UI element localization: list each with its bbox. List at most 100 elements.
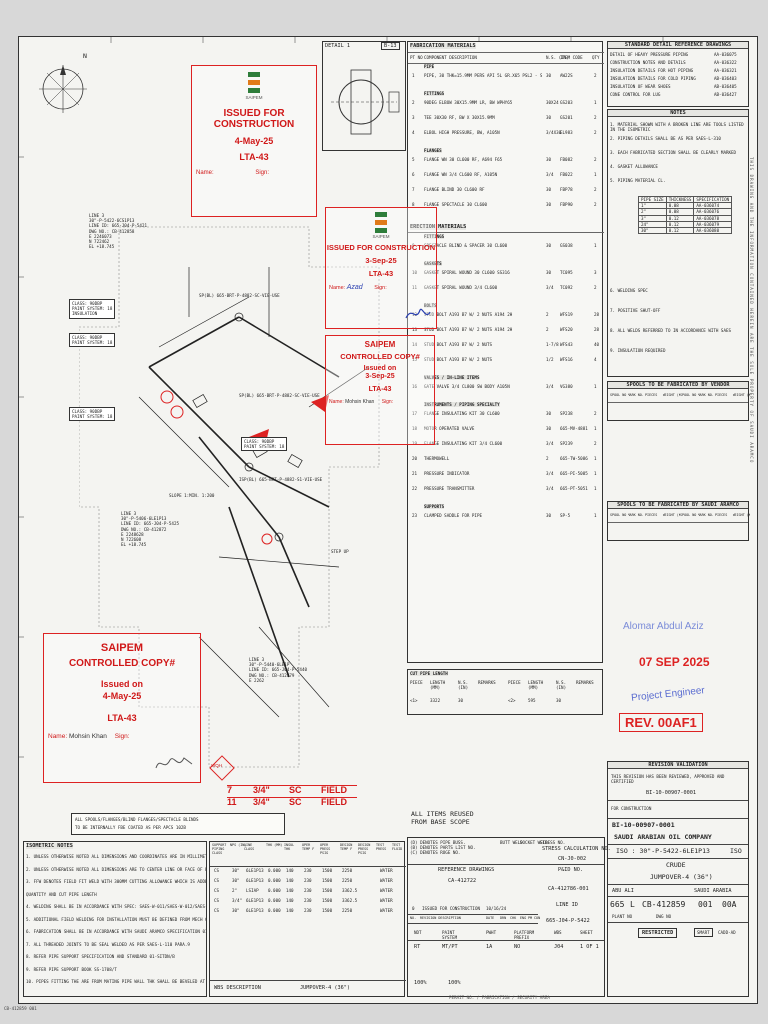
field-weld-no: 7 bbox=[227, 785, 233, 795]
bom-cell-no: 23 bbox=[412, 513, 418, 518]
bom-section-header: FITTINGS bbox=[424, 91, 445, 97]
design-cell: 6LE1P13 bbox=[246, 878, 264, 883]
design-cell: 230 bbox=[304, 878, 312, 883]
detail-drawing-ref: AA-036321 bbox=[714, 68, 737, 73]
ifc-ref: LTA-43 bbox=[239, 151, 269, 162]
design-cell: WATER bbox=[380, 888, 393, 893]
line-id-value: 665-J04-P-5422 bbox=[546, 918, 590, 924]
drawing-number: CB-412859 bbox=[642, 900, 686, 909]
aramco-spool-col: SPOOL NO. bbox=[680, 513, 697, 517]
aramco-approval-stamp: Alomar Abdul Aziz 07 SEP 2025 Project En… bbox=[615, 617, 741, 747]
field-weld-loc: FIELD bbox=[321, 785, 347, 795]
rev-col: ENG bbox=[520, 916, 527, 920]
aramco-spool-col: SPOOL NO. bbox=[610, 513, 627, 517]
approval-date: 07 SEP 2025 bbox=[639, 655, 710, 669]
iso-note: 8. REFER PIPE SUPPORT SPECIFICATION AND … bbox=[26, 954, 175, 959]
design-cell: 2250 bbox=[342, 878, 353, 883]
restricted-badge: RESTRICTED bbox=[638, 928, 678, 939]
bottom-hdr: SHEET bbox=[580, 930, 593, 935]
controlled-copy-stamp: SAIPEM CONTROLLED COPY# Issued on 4-May-… bbox=[43, 633, 201, 783]
bom-cell-ns: 3/4 bbox=[546, 172, 554, 177]
detail-drawing-desc: CONE CONTROL FOR LUG bbox=[610, 92, 661, 97]
bom-cell-ns: 2 bbox=[546, 312, 549, 317]
bom-cell-desc: FLANGE INSULATING KIT 3/4 CL600 bbox=[424, 441, 503, 446]
bom-cell-ns: 3/4 bbox=[546, 384, 554, 389]
vendor-spool-col: PIECES bbox=[715, 393, 728, 397]
bottom-hdr: PWHT bbox=[486, 930, 497, 935]
design-cell: 2" bbox=[232, 888, 238, 893]
design-col: OPER PRESS PSIG bbox=[320, 843, 331, 855]
bom-cell-desc: CLAMPED SADDLE FOR PIPE bbox=[424, 513, 482, 518]
saipem-logo bbox=[372, 212, 390, 234]
bom-cell-code: FB082 bbox=[560, 157, 573, 162]
bom-cell-desc: GASKET SPIRAL WOUND 3/4 CL600 bbox=[424, 285, 498, 290]
cad-code: CADD-AD bbox=[718, 930, 736, 935]
bom-section-header: PIPE bbox=[424, 64, 435, 70]
design-col: DESIGN TEMP F bbox=[340, 843, 353, 851]
detail-drawing-desc: DETAIL OF HEAVY PRESSURE PIPING bbox=[610, 52, 689, 57]
iso-note: QUANTITY AND CUT PIPE LENGTH bbox=[26, 891, 97, 897]
ifc-date: 3-Sep-25 bbox=[365, 256, 397, 265]
product-name: CRUDE bbox=[666, 861, 686, 869]
ifc-ref: LTA-43 bbox=[368, 269, 394, 278]
bill-of-materials: FABRICATION MATERIALS PT NO COMPONENT DE… bbox=[407, 41, 604, 663]
bom-cell-ns: 2 bbox=[546, 456, 549, 461]
gasket-cell: 30" bbox=[638, 226, 667, 235]
ifc-title: ISSUED FOR CONSTRUCTION bbox=[213, 107, 295, 130]
class-tag-line: CLASS: 90DBP bbox=[72, 301, 103, 306]
bom-cell-code: SP-5 bbox=[560, 513, 571, 518]
callout-line: LINE 3 bbox=[89, 213, 105, 218]
cut-pipe-col: REMARKS bbox=[576, 680, 594, 685]
bom-cell-qty: 2 bbox=[594, 115, 597, 120]
rev-col: REVISION DESCRIPTION bbox=[420, 916, 461, 920]
bom-cell-qty: 1 bbox=[594, 100, 597, 105]
dwg-no-label: DWG NO bbox=[656, 914, 672, 919]
bom-cell-code: SP238 bbox=[560, 411, 573, 416]
pid-value: CA-412786-001 bbox=[548, 886, 589, 892]
plant-name: ABU ALI bbox=[612, 888, 634, 894]
bom-cell-no: 9 bbox=[412, 243, 415, 248]
cut-pipe-col: N.S. (IN) bbox=[556, 680, 567, 691]
revision-stamp: REV. 00AF1 bbox=[619, 713, 703, 732]
bom-cell-no: 7 bbox=[412, 187, 415, 192]
design-cell: WATER bbox=[380, 898, 393, 903]
saipem-wordmark: SAIPEM bbox=[245, 95, 263, 100]
design-col: DESIGN PRESS PSIG bbox=[358, 843, 371, 855]
design-cell: 1500 bbox=[322, 868, 333, 873]
rev-col: NO. bbox=[410, 916, 417, 920]
rev-date: 10/16/24 bbox=[486, 906, 507, 911]
bom-cell-ns: 30 bbox=[546, 187, 552, 192]
gasket-cell: AA-036079 bbox=[693, 220, 733, 229]
design-col: INSUL THK bbox=[284, 843, 295, 851]
bom-cell-ns: 1-7/8 bbox=[546, 342, 559, 347]
bom-cell-qty: 40 bbox=[594, 342, 600, 347]
fab-note-line: TO BE INTERNALLY FBE COATED AS PER APCS … bbox=[75, 825, 186, 831]
saipem-logo bbox=[245, 72, 263, 94]
note-item: 7. POSITIVE SHUT-OFF bbox=[610, 308, 661, 313]
items-reused-note: ALL ITEMS REUSED FROM BASE SCOPE bbox=[411, 810, 474, 826]
class-tag-line: CLASS: 90DBP bbox=[72, 409, 103, 414]
name-label: Name: bbox=[48, 733, 68, 740]
design-cell: 6LE1P13 bbox=[246, 898, 264, 903]
bom-cell-qty: 1 bbox=[594, 513, 597, 518]
bom-cell-qty: 2 bbox=[594, 285, 597, 290]
isometric-drawing bbox=[79, 226, 380, 768]
aramco-spools-title: SPOOLS TO BE FABRICATED BY SAUDI ARAMCO bbox=[608, 502, 748, 510]
sign-label: Sign: bbox=[381, 399, 394, 405]
design-cell: CS bbox=[214, 868, 220, 873]
callout-line: 30"-P-5422-6CS1P13 bbox=[89, 218, 135, 224]
design-cell: WATER bbox=[380, 878, 393, 883]
notes-title: NOTES bbox=[608, 110, 748, 118]
bom-cell-desc: STUD BOLT A193 B7 W/ 2 NUTS bbox=[424, 357, 493, 362]
note-item: 3. EACH FABRICATED SECTION SHALL BE CLEA… bbox=[610, 150, 737, 155]
cc-date: 4-May-25 bbox=[102, 691, 142, 701]
gasket-cell: AA-036076 bbox=[693, 208, 733, 216]
gasket-col: PIPE SIZE bbox=[638, 195, 667, 204]
callout-line: LINE ID: 665-J04-P-5421 bbox=[89, 223, 147, 229]
bom-cell-code: FB022 bbox=[560, 172, 573, 177]
ifc-date: 4-May-25 bbox=[234, 135, 274, 146]
